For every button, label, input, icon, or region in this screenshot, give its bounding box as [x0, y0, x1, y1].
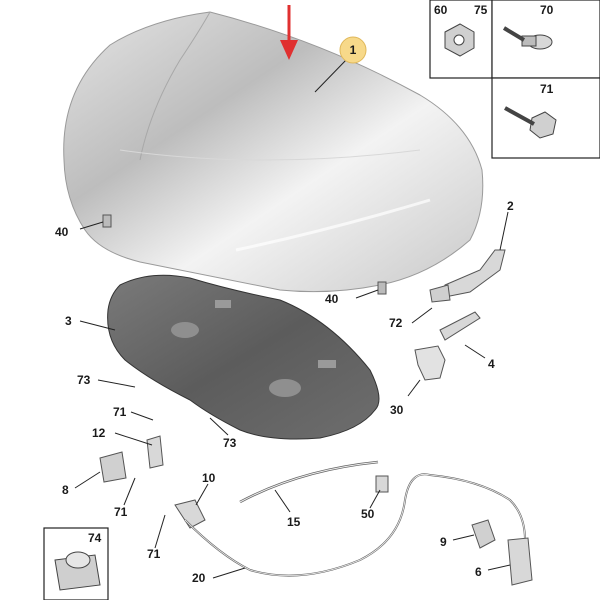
rod-clip: [375, 475, 389, 493]
label-60: 60: [434, 3, 448, 17]
label-8: 8: [62, 483, 69, 497]
latch-handle: [471, 519, 533, 586]
prop-bracket: [99, 435, 164, 483]
label-50: 50: [361, 507, 375, 521]
label-20: 20: [192, 571, 206, 585]
label-6: 6: [475, 565, 482, 579]
insulation-pad: [107, 274, 380, 440]
nut-icon: [444, 23, 475, 57]
label-1: 1: [350, 43, 357, 57]
label-40-left: 40: [55, 225, 69, 239]
label-71-lower: 71: [147, 547, 161, 561]
label-74: 74: [88, 531, 102, 545]
label-30: 30: [390, 403, 404, 417]
label-40-right: 40: [325, 292, 339, 306]
hood-latch: [414, 345, 446, 381]
label-12: 12: [92, 426, 106, 440]
release-cable: [184, 473, 526, 577]
label-2: 2: [507, 199, 514, 213]
prop-rod: [239, 460, 379, 504]
label-73-right: 73: [223, 436, 237, 450]
bumper-stop: [102, 214, 387, 295]
label-71-upper: 71: [113, 405, 127, 419]
hood-panel: [63, 11, 484, 293]
label-10: 10: [202, 471, 216, 485]
part-labels: 40 40 2 3 4 72 73 30 71 12 73 8 71 10 15…: [55, 199, 514, 585]
label-73-left: 73: [77, 373, 91, 387]
callout-part-1: 1: [314, 36, 367, 93]
bolt-icon: [504, 106, 557, 139]
label-71-mid: 71: [114, 505, 128, 519]
label-70: 70: [540, 3, 554, 17]
direction-arrow-icon: [280, 5, 298, 60]
label-9: 9: [440, 535, 447, 549]
fastener-box: 60 75 70 71: [429, 0, 600, 159]
label-72: 72: [389, 316, 403, 330]
label-4: 4: [488, 357, 495, 371]
label-3: 3: [65, 314, 72, 328]
label-15: 15: [287, 515, 301, 529]
screw-icon: [502, 26, 553, 50]
cable-clip-box: 74: [43, 527, 109, 600]
hood-hinge: [429, 249, 506, 303]
leader-lines: [74, 211, 511, 579]
label-71-box: 71: [540, 82, 554, 96]
label-75: 75: [474, 3, 488, 17]
hinge-bracket: [439, 311, 481, 341]
